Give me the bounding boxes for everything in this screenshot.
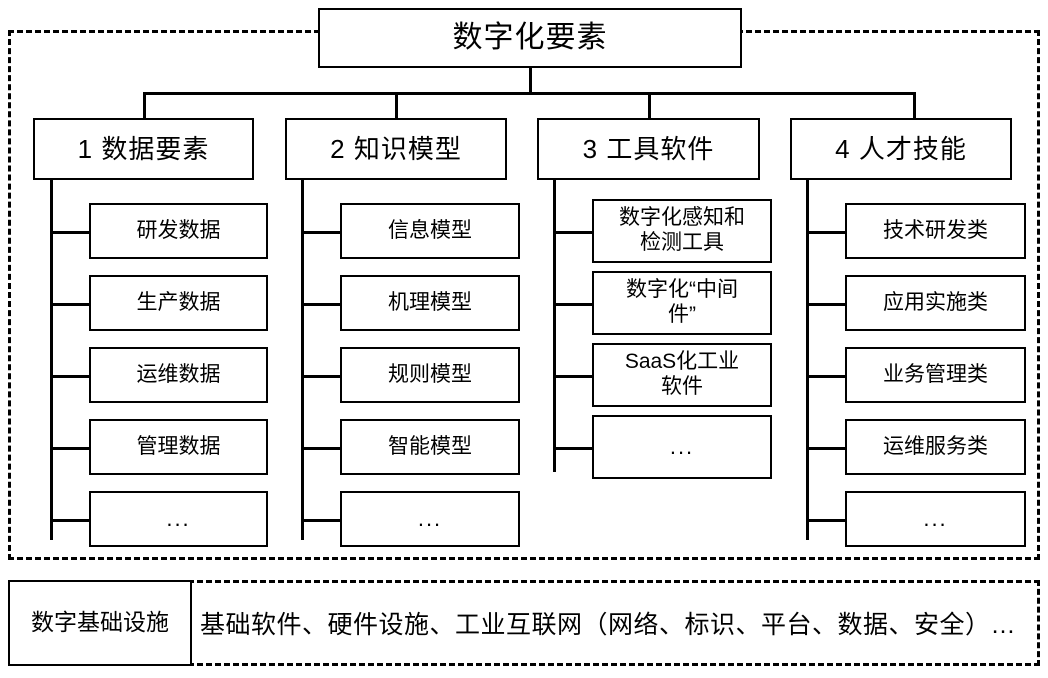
leaf-label-4-1: 技术研发类 [883, 218, 988, 242]
root-title-label: 数字化要素 [452, 21, 608, 55]
category-header-label-1: 1 数据要素 [77, 133, 210, 164]
leaf-stub-4-5 [806, 519, 847, 522]
category-spine-1 [50, 180, 53, 540]
category-spine-3 [553, 180, 556, 472]
leaf-box-2-2: 机理模型 [340, 275, 520, 331]
leaf-stub-2-5 [301, 519, 342, 522]
leaf-box-4-1: 技术研发类 [845, 203, 1026, 259]
category-drop-line-1 [143, 92, 146, 118]
leaf-label-2-1: 信息模型 [388, 218, 472, 242]
leaf-label-1-2: 生产数据 [136, 290, 221, 314]
leaf-box-4-4: 运维服务类 [845, 419, 1026, 475]
leaf-stub-2-4 [301, 447, 342, 450]
category-header-3: 3 工具软件 [537, 118, 760, 180]
root-title-box: 数字化要素 [318, 8, 742, 68]
category-spine-4 [806, 180, 809, 540]
category-spine-2 [301, 180, 304, 540]
leaf-box-4-5: ... [845, 491, 1026, 547]
leaf-label-3-3: SaaS化工业 软件 [624, 350, 740, 398]
leaf-box-2-4: 智能模型 [340, 419, 520, 475]
leaf-label-2-5: ... [417, 506, 443, 532]
category-header-4: 4 人才技能 [790, 118, 1012, 180]
category-drop-line-3 [648, 92, 651, 118]
category-header-2: 2 知识模型 [285, 118, 507, 180]
leaf-stub-3-2 [553, 303, 594, 306]
category-drop-line-4 [913, 92, 916, 118]
leaf-stub-2-1 [301, 231, 342, 234]
leaf-stub-1-2 [50, 303, 91, 306]
leaf-box-1-5: ... [89, 491, 268, 547]
category-header-label-2: 2 知识模型 [330, 133, 462, 164]
leaf-stub-3-1 [553, 231, 594, 234]
leaf-label-1-4: 管理数据 [136, 434, 221, 458]
leaf-label-2-4: 智能模型 [388, 434, 472, 458]
leaf-box-4-3: 业务管理类 [845, 347, 1026, 403]
leaf-label-1-3: 运维数据 [136, 362, 221, 386]
infrastructure-label-box: 数字基础设施 [8, 580, 192, 666]
leaf-stub-1-5 [50, 519, 91, 522]
trunk-horizontal-bus [143, 92, 915, 95]
leaf-label-4-2: 应用实施类 [883, 290, 988, 314]
leaf-stub-4-3 [806, 375, 847, 378]
leaf-box-4-2: 应用实施类 [845, 275, 1026, 331]
infrastructure-description: 基础软件、硬件设施、工业互联网（网络、标识、平台、数据、安全）… [200, 611, 1017, 639]
leaf-stub-4-2 [806, 303, 847, 306]
leaf-stub-2-2 [301, 303, 342, 306]
leaf-stub-4-4 [806, 447, 847, 450]
leaf-stub-1-4 [50, 447, 91, 450]
leaf-box-1-1: 研发数据 [89, 203, 268, 259]
leaf-label-2-3: 规则模型 [388, 362, 472, 386]
category-drop-line-2 [395, 92, 398, 118]
leaf-label-3-4: ... [669, 434, 695, 460]
category-header-1: 1 数据要素 [33, 118, 254, 180]
leaf-box-2-5: ... [340, 491, 520, 547]
leaf-label-4-3: 业务管理类 [883, 362, 988, 386]
leaf-box-2-1: 信息模型 [340, 203, 520, 259]
leaf-box-2-3: 规则模型 [340, 347, 520, 403]
infrastructure-label: 数字基础设施 [31, 609, 169, 636]
leaf-box-1-3: 运维数据 [89, 347, 268, 403]
leaf-label-4-4: 运维服务类 [883, 434, 988, 458]
leaf-box-3-3: SaaS化工业 软件 [592, 343, 772, 407]
leaf-box-1-4: 管理数据 [89, 419, 268, 475]
leaf-label-3-2: 数字化“中间 件” [626, 278, 738, 326]
leaf-stub-3-4 [553, 447, 594, 450]
leaf-stub-2-3 [301, 375, 342, 378]
leaf-box-1-2: 生产数据 [89, 275, 268, 331]
leaf-box-3-1: 数字化感知和 检测工具 [592, 199, 772, 263]
leaf-box-3-4: ... [592, 415, 772, 479]
leaf-stub-3-3 [553, 375, 594, 378]
trunk-vertical-line [529, 68, 532, 92]
leaf-stub-4-1 [806, 231, 847, 234]
leaf-stub-1-1 [50, 231, 91, 234]
leaf-label-1-5: ... [166, 506, 191, 532]
leaf-label-3-1: 数字化感知和 检测工具 [619, 206, 745, 254]
leaf-stub-1-3 [50, 375, 91, 378]
category-header-label-3: 3 工具软件 [582, 133, 715, 164]
leaf-box-3-2: 数字化“中间 件” [592, 271, 772, 335]
leaf-label-4-5: ... [923, 506, 948, 532]
category-header-label-4: 4 人才技能 [835, 133, 967, 164]
leaf-label-1-1: 研发数据 [136, 218, 221, 242]
leaf-label-2-2: 机理模型 [388, 290, 472, 314]
